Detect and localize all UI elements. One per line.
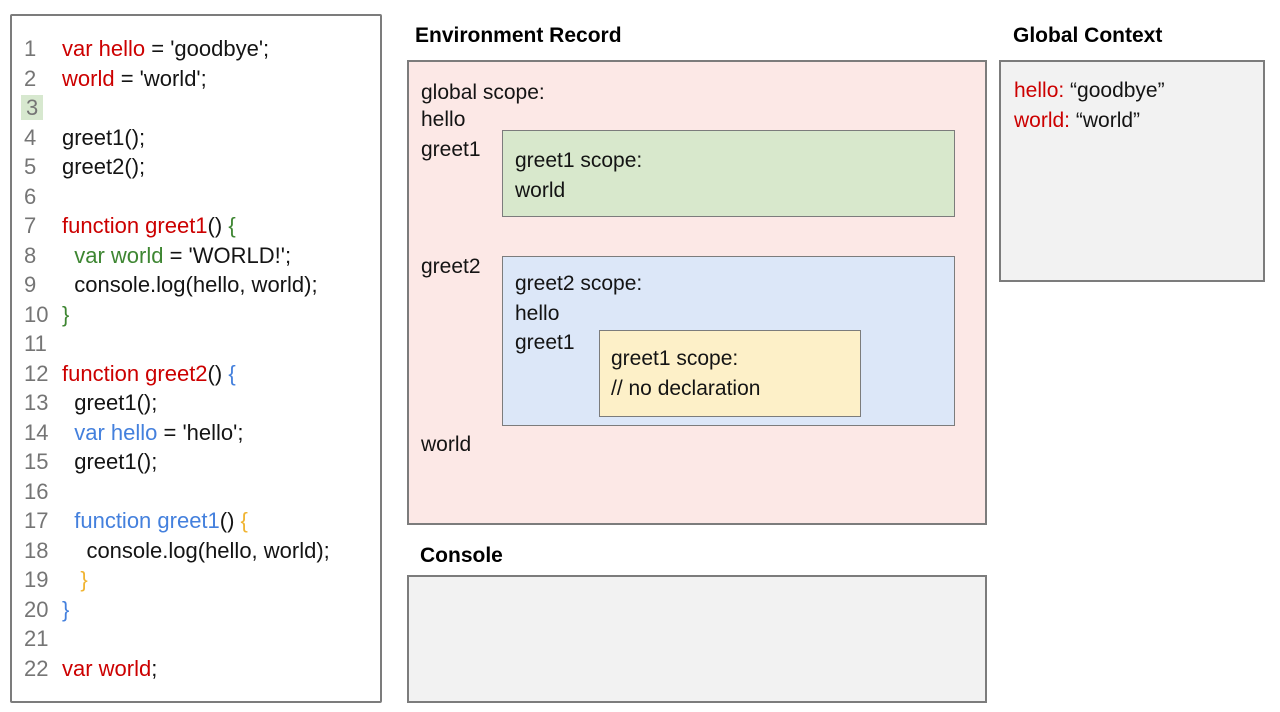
line-number: 15 (24, 449, 49, 474)
code-line: 8 var world = 'WORLD!'; (24, 241, 378, 271)
global-var-greet2: greet2 (421, 255, 481, 278)
global-context-entry: world: “world” (1014, 106, 1263, 136)
code-line: 13 greet1(); (24, 388, 378, 418)
line-number: 10 (24, 301, 49, 327)
code-text: greet1(); (62, 390, 158, 415)
greet2-scope-var-hello: hello (515, 301, 560, 325)
code-text: var world; (62, 655, 158, 681)
code-line: 14 var hello = 'hello'; (24, 418, 378, 448)
code-line: 10} (24, 300, 378, 330)
line-number: 16 (24, 478, 49, 504)
greet1-scope-box: greet1 scope: world (502, 130, 955, 217)
global-var-greet1: greet1 (421, 138, 481, 161)
greet2-scope-var-greet1: greet1 (515, 331, 575, 354)
code-text: greet1(); (62, 124, 146, 150)
code-text: console.log(hello, world); (62, 272, 318, 297)
code-line: 2 world = 'world'; (24, 64, 378, 94)
console-output-box (407, 575, 987, 703)
code-line: 20} (24, 595, 378, 625)
greet1-scope-var-world: world (515, 178, 566, 202)
line-number: 4 (24, 124, 37, 150)
code-text: console.log(hello, world); (62, 537, 330, 563)
code-line: 5 greet2(); (24, 152, 378, 182)
code-line: 9 console.log(hello, world); (24, 270, 378, 300)
line-number: 17 (24, 508, 49, 533)
code-line: 15 greet1(); (24, 447, 378, 477)
global-context-entry-value: “goodbye” (1064, 79, 1165, 102)
global-scope-label: global scope: (421, 81, 545, 104)
nested-greet1-scope-box: greet1 scope: // no declaration (599, 330, 861, 417)
code-line: 19 } (24, 565, 378, 595)
greet2-scope-label: greet2 scope: (515, 272, 643, 295)
code-text: } (62, 301, 70, 327)
code-line: 18 console.log(hello, world); (24, 536, 378, 566)
line-number: 1 (24, 36, 37, 61)
code-panel: 1 var hello = 'goodbye'; 2 world = 'world';… (10, 14, 382, 703)
code-text: function greet1() { (74, 508, 248, 533)
line-number: 2 (24, 65, 37, 91)
code-text: function greet2() { (62, 360, 236, 386)
code-line: 7 function greet1() { (24, 211, 378, 241)
code-line: 17 function greet1() { (24, 506, 378, 536)
console-title: Console (420, 544, 503, 567)
line-number: 13 (24, 390, 49, 415)
code-text: } (62, 596, 70, 622)
code-text: var hello = 'goodbye'; (62, 36, 270, 61)
code-line: 16 (24, 477, 378, 507)
code-line: 4 greet1(); (24, 123, 378, 153)
code-line: 6 (24, 182, 378, 212)
code-lines: 1 var hello = 'goodbye'; 2 world = 'world';… (21, 34, 378, 684)
greet2-scope-box: greet2 scope: hello greet1 greet1 scope:… (502, 256, 955, 426)
line-number: 22 (24, 655, 49, 681)
global-scope-box: global scope: hello greet1 greet2 world … (407, 60, 987, 525)
line-number: 19 (24, 567, 49, 592)
line-number: 18 (24, 537, 49, 563)
line-number: 3 (21, 93, 62, 123)
code-text: var hello = 'hello'; (74, 419, 244, 445)
code-text: greet1(); (62, 449, 158, 474)
code-text: } (80, 567, 88, 592)
greet1-scope-label: greet1 scope: (515, 149, 643, 172)
line-number: 12 (24, 360, 49, 386)
nested-greet1-scope-label: greet1 scope: (611, 347, 739, 370)
line-number: 21 (24, 626, 49, 651)
nested-greet1-scope-comment: // no declaration (611, 376, 761, 400)
line-number: 8 (24, 242, 37, 268)
code-text: world = 'world'; (62, 65, 207, 91)
code-line: 21 (24, 624, 378, 654)
global-context-entry-value: “world” (1070, 108, 1141, 132)
global-context-entry-name: world: (1014, 108, 1071, 132)
line-number: 9 (24, 272, 37, 297)
code-line: 1 var hello = 'goodbye'; (24, 34, 378, 64)
line-number: 20 (24, 596, 49, 622)
global-var-hello: hello (421, 108, 466, 131)
code-line: 22 var world; (24, 654, 378, 684)
line-number: 7 (24, 213, 37, 238)
line-number: 5 (24, 154, 37, 179)
global-context-entry-name: hello: (1014, 79, 1065, 102)
highlighted-line-number: 3 (21, 95, 44, 120)
global-var-world: world (421, 433, 472, 456)
code-text: var world = 'WORLD!'; (74, 242, 292, 268)
global-context-title: Global Context (1013, 24, 1163, 47)
code-text: function greet1() { (62, 213, 236, 238)
global-context-entry: hello: “goodbye” (1014, 76, 1263, 106)
line-number: 11 (24, 331, 47, 356)
code-line: 12 function greet2() { (24, 359, 378, 389)
code-text: greet2(); (62, 154, 146, 179)
global-context-box: hello: “goodbye” world: “world” (999, 60, 1265, 282)
code-line: 11 (24, 329, 378, 359)
code-line: 3 (21, 93, 378, 123)
line-number: 6 (24, 183, 37, 209)
environment-record-title: Environment Record (415, 24, 622, 47)
line-number: 14 (24, 419, 49, 445)
